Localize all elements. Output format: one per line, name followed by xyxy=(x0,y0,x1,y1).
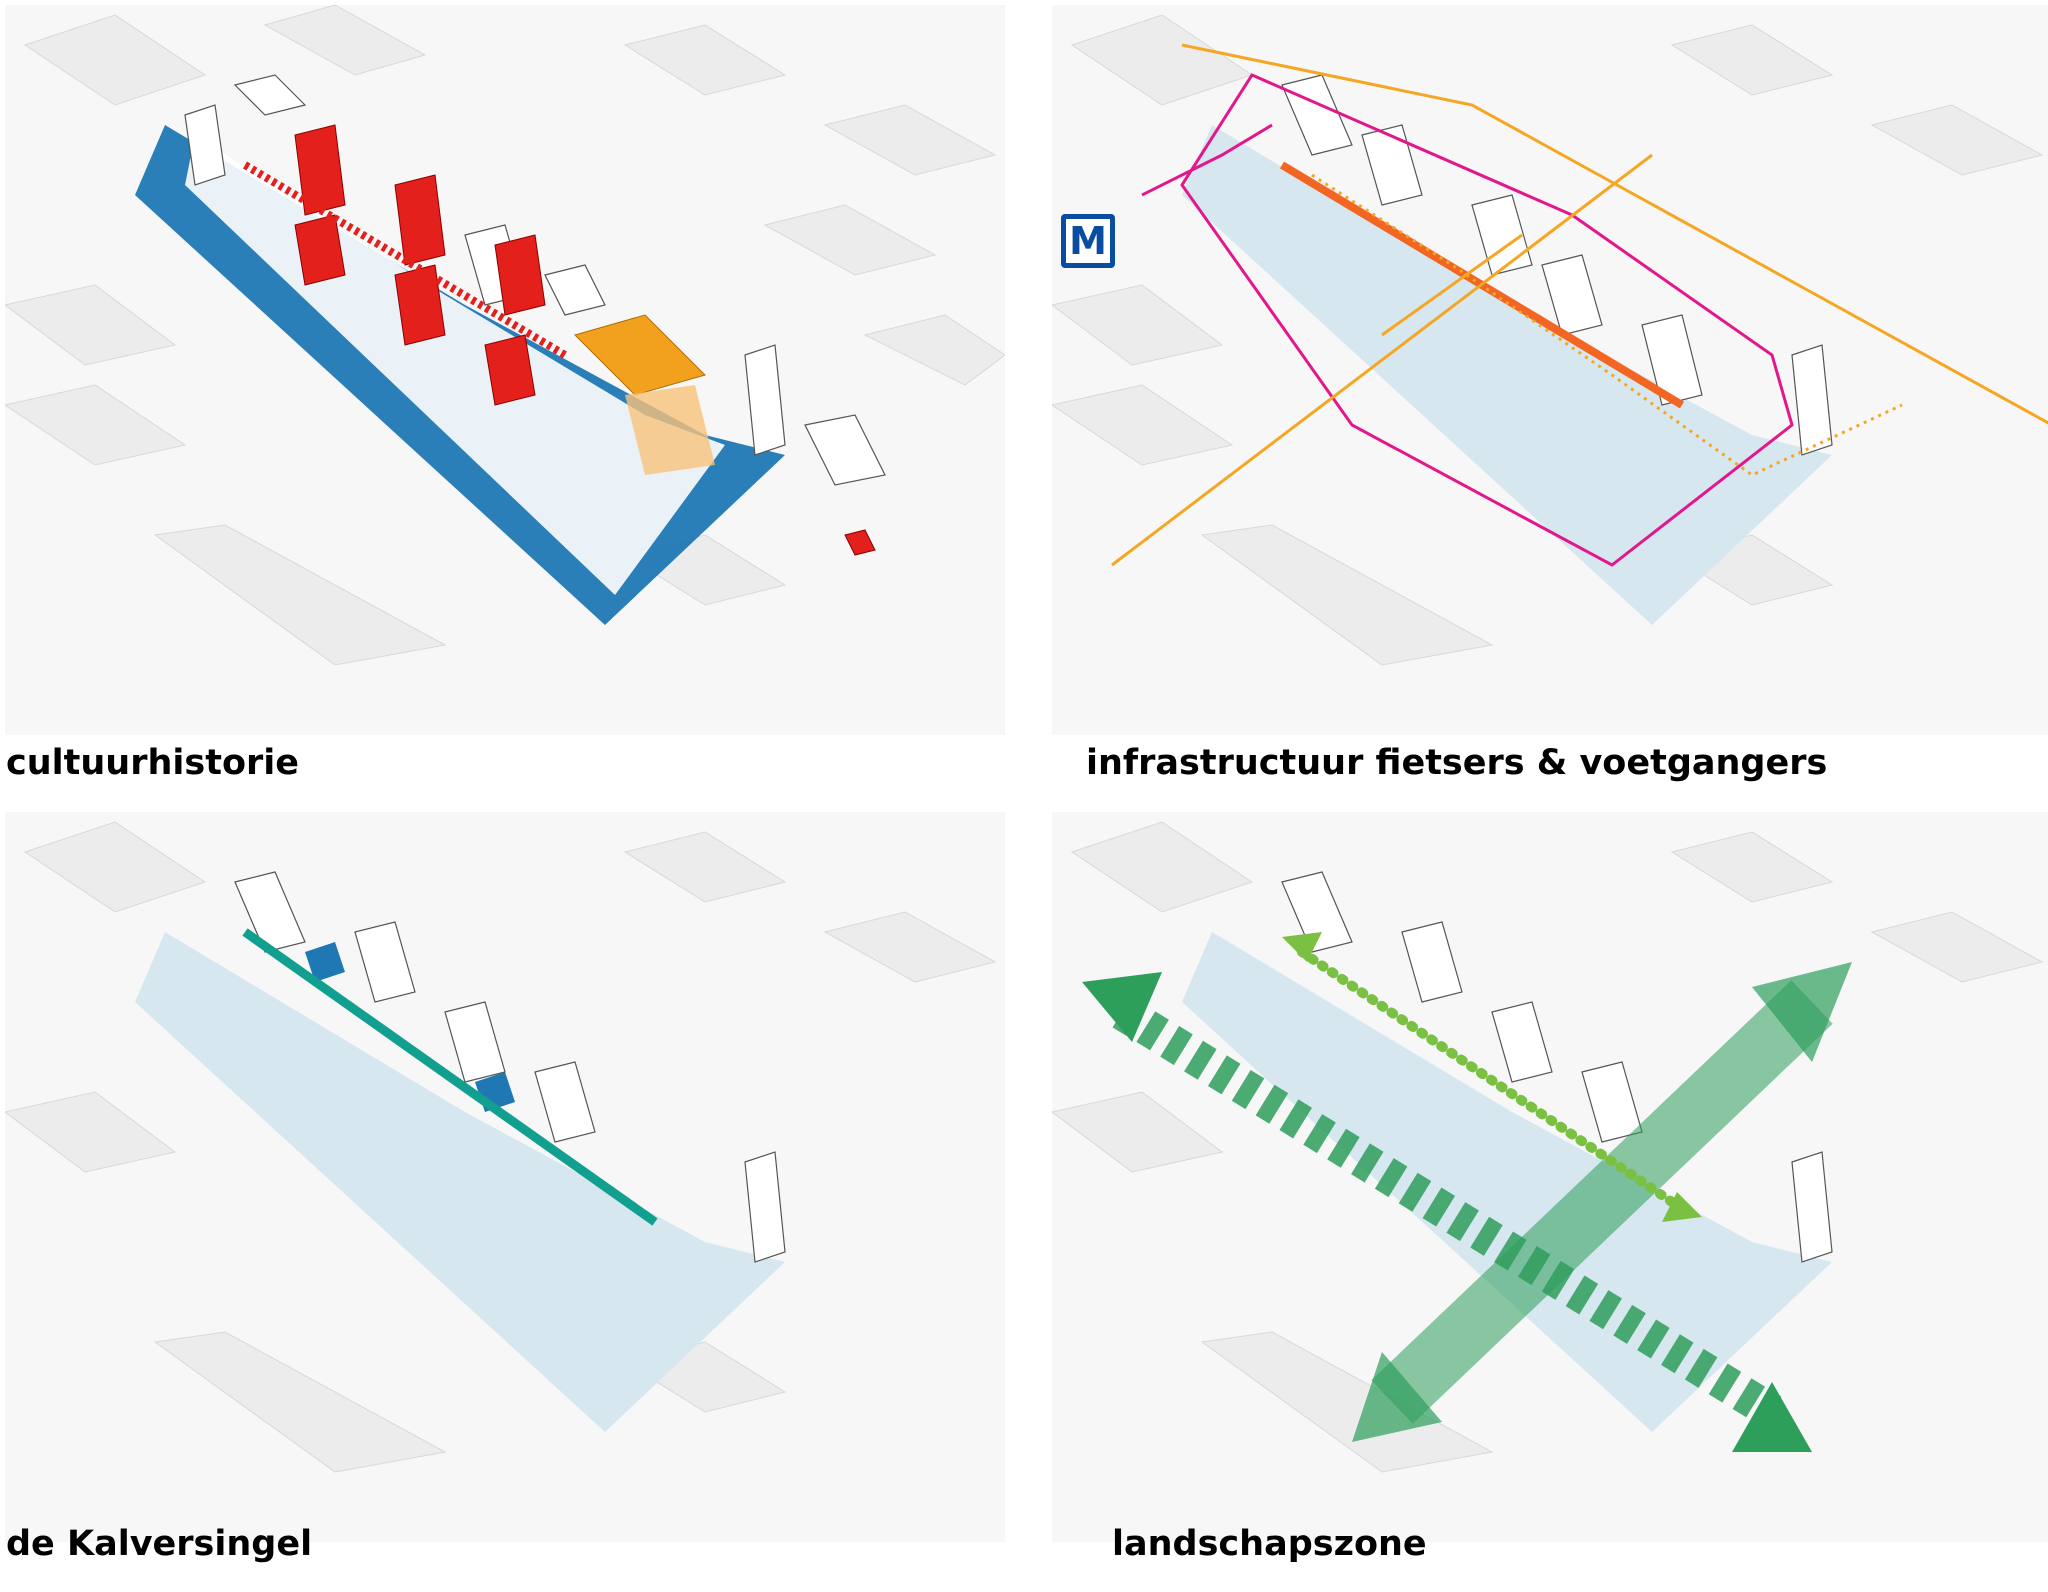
white-buildings xyxy=(1281,74,1833,456)
caption-kalversingel: de Kalversingel xyxy=(6,1524,313,1564)
context-buildings xyxy=(1052,821,2044,1473)
heritage-red-dashed-axis xyxy=(242,161,568,359)
isometric-map-landschapszone xyxy=(1052,821,2044,1473)
context-buildings xyxy=(5,5,1005,666)
context-buildings xyxy=(5,821,997,1473)
metro-icon-label: M xyxy=(1066,219,1110,263)
map-panel-landschapszone xyxy=(1052,812,2048,1542)
landscape-cross-arrow-head-bottom xyxy=(1352,1352,1442,1442)
pedestrian-dotted-route xyxy=(1311,173,1903,477)
heritage-red-buildings xyxy=(294,124,876,556)
map-panel-cultuurhistorie xyxy=(5,5,1005,735)
green-dotted-path xyxy=(1297,947,1677,1207)
white-buildings xyxy=(1281,871,1833,1263)
isometric-map-cultuurhistorie xyxy=(5,5,1005,666)
landscape-cross-arrow-head-top xyxy=(1752,962,1852,1062)
caption-landschapszone: landschapszone xyxy=(1112,1524,1427,1564)
heritage-orange-hatch-zone xyxy=(625,385,715,475)
isometric-map-infrastructuur xyxy=(1052,14,2048,666)
white-buildings xyxy=(184,74,886,486)
landscape-arrow-head-left xyxy=(1082,972,1162,1042)
kalversingel-canal xyxy=(242,928,658,1226)
pedestrian-zone-magenta-outline xyxy=(1180,73,1794,567)
green-path-arrow-head-left xyxy=(1282,932,1322,962)
site-pale-blue-podium xyxy=(1182,125,1832,625)
landscape-cross-arrow xyxy=(1371,980,1833,1424)
green-path-arrow-head-right xyxy=(1662,1192,1702,1222)
landscape-dashed-band xyxy=(1112,996,1782,1428)
white-buildings xyxy=(234,871,786,1263)
bike-routes xyxy=(1111,43,2048,567)
caption-cultuurhistorie: cultuurhistorie xyxy=(6,743,300,783)
map-panel-kalversingel xyxy=(5,812,1005,1542)
context-buildings xyxy=(1052,14,2044,666)
site-pale-blue-podium xyxy=(1182,932,1832,1432)
isometric-map-kalversingel xyxy=(5,821,997,1473)
site-pale-blue-podium xyxy=(135,932,785,1432)
map-panel-infrastructuur xyxy=(1052,5,2048,735)
heritage-orange-building xyxy=(574,314,706,396)
metro-icon: M xyxy=(1061,214,1115,268)
metro-access-arrow xyxy=(1141,123,1273,197)
caption-infrastructuur: infrastructuur fietsers & voetgangers xyxy=(1086,743,1828,783)
landscape-arrow-head-right xyxy=(1732,1382,1812,1452)
